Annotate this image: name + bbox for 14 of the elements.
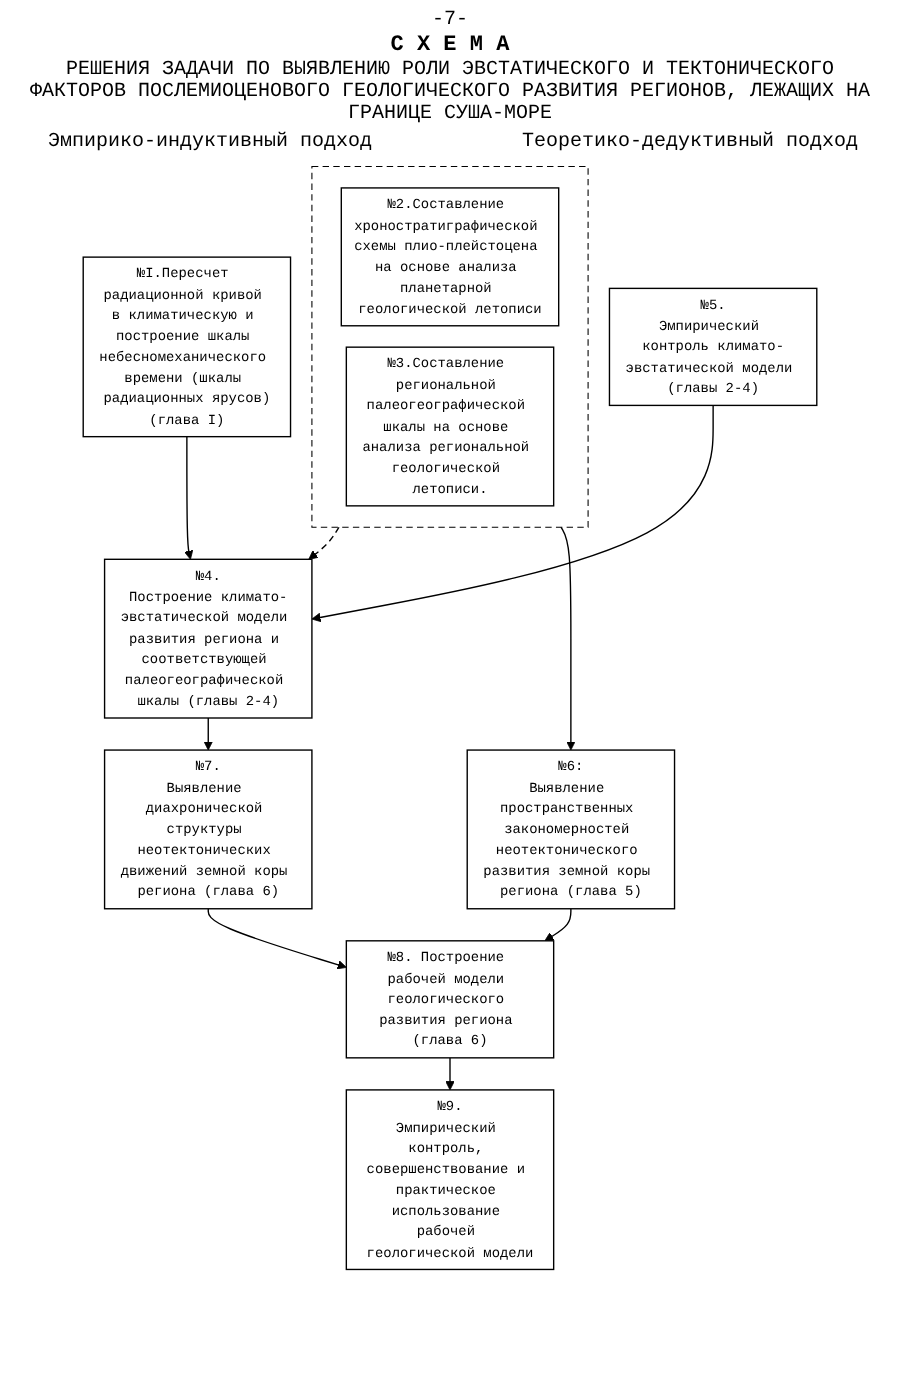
subtitle: РЕШЕНИЯ ЗАДАЧИ ПО ВЫЯВЛЕНИЮ РОЛИ ЭВСТАТИЧЕСКОГО И ТЕКТОНИЧЕСКОГО ФАКТОРОВ ПОСЛЕМИОЦЕНОВОГО ГЕОЛОГИЧЕСКОГО РАЗВИТИЯ РЕГИОНОВ, ЛЕЖАЩИХ НА ГРАНИЦЕ СУША-МОРЕ [27,60,873,126]
arrow [560,526,576,751]
arrow [445,1057,455,1091]
arrow [203,717,213,751]
arrow [184,435,194,560]
column-heading: Теоретико-дедуктивный подход [520,132,860,154]
arrow [308,526,340,560]
page-number: -7- [429,10,470,32]
title: С Х Е М А [388,34,512,58]
arrow [207,908,347,970]
column-heading: Эмпирико-индуктивный подход [45,132,375,154]
cluster [311,166,589,528]
arrow [311,404,714,623]
arrow [544,908,572,942]
